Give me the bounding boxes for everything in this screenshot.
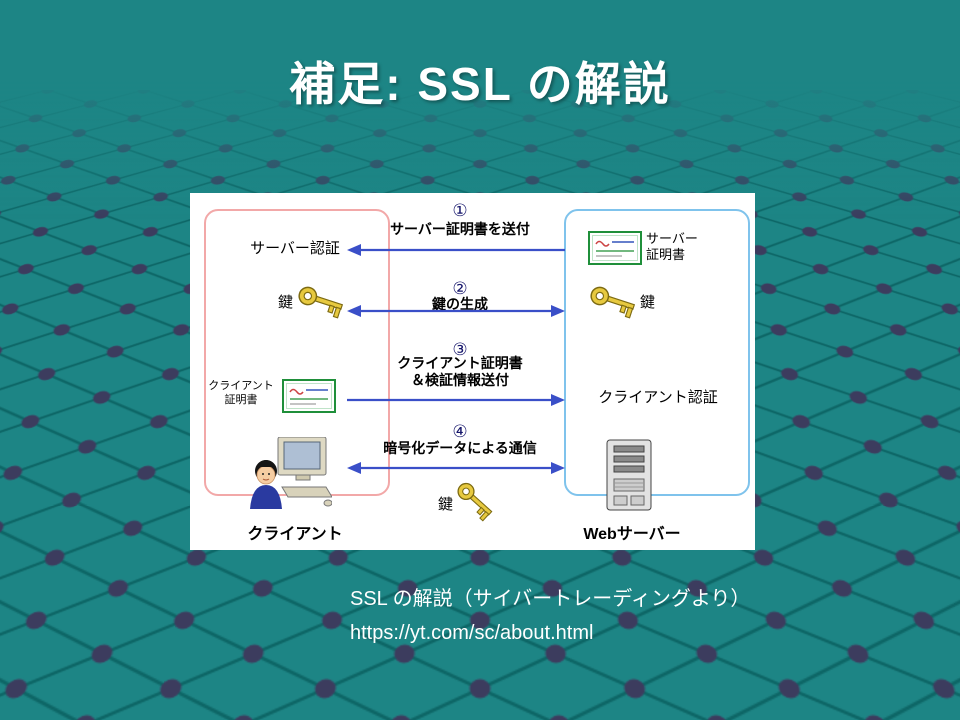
client-key-label: 鍵 [278, 294, 294, 311]
server-certificate-icon [588, 231, 642, 265]
step4-arrow-both-icon [347, 462, 565, 474]
server-name-label: Webサーバー [583, 526, 681, 543]
caption-url-line: https://yt.com/sc/about.html [350, 622, 594, 644]
ssl-diagram-panel: サーバー認証 鍵 クライアント 証明書 [190, 193, 755, 550]
step2-number: ② [452, 279, 468, 298]
server-box [564, 209, 750, 496]
server-key-icon [590, 286, 636, 319]
step1-number: ① [452, 201, 468, 220]
caption-source-line: SSL の解説（サイバートレーディングより） [350, 588, 751, 610]
step3-number: ③ [452, 340, 468, 359]
step3-arrow-right-icon [347, 394, 565, 406]
server-key-label: 鍵 [640, 294, 656, 311]
client-key-icon [298, 286, 344, 319]
step3-label: クライアント証明書 ＆検証情報送付 [397, 355, 523, 388]
step1-arrow-left-icon [347, 244, 565, 256]
slide-title: 補足: SSL の解説 [289, 58, 671, 110]
bottom-key-label: 鍵 [438, 496, 454, 513]
server-auth-label: サーバー認証 [250, 240, 340, 257]
step4-number: ④ [452, 422, 468, 441]
caption: SSL の解説（サイバートレーディングより） https://yt.com/sc… [350, 582, 750, 650]
client-certificate-icon [282, 379, 336, 413]
step2-arrow-both-icon [347, 305, 565, 317]
web-server-icon [606, 439, 652, 511]
bottom-key-icon [457, 482, 493, 522]
client-name-label: クライアント [247, 526, 343, 543]
client-computer-icon [250, 437, 332, 509]
client-auth-label: クライアント認証 [598, 389, 718, 406]
step2-label: 鍵の生成 [432, 296, 488, 312]
step1-label: サーバー証明書を送付 [390, 221, 530, 237]
step4-label: 暗号化データによる通信 [383, 440, 537, 456]
client-cert-label: クライアント 証明書 [208, 380, 274, 406]
server-cert-label: サーバー 証明書 [646, 231, 698, 262]
